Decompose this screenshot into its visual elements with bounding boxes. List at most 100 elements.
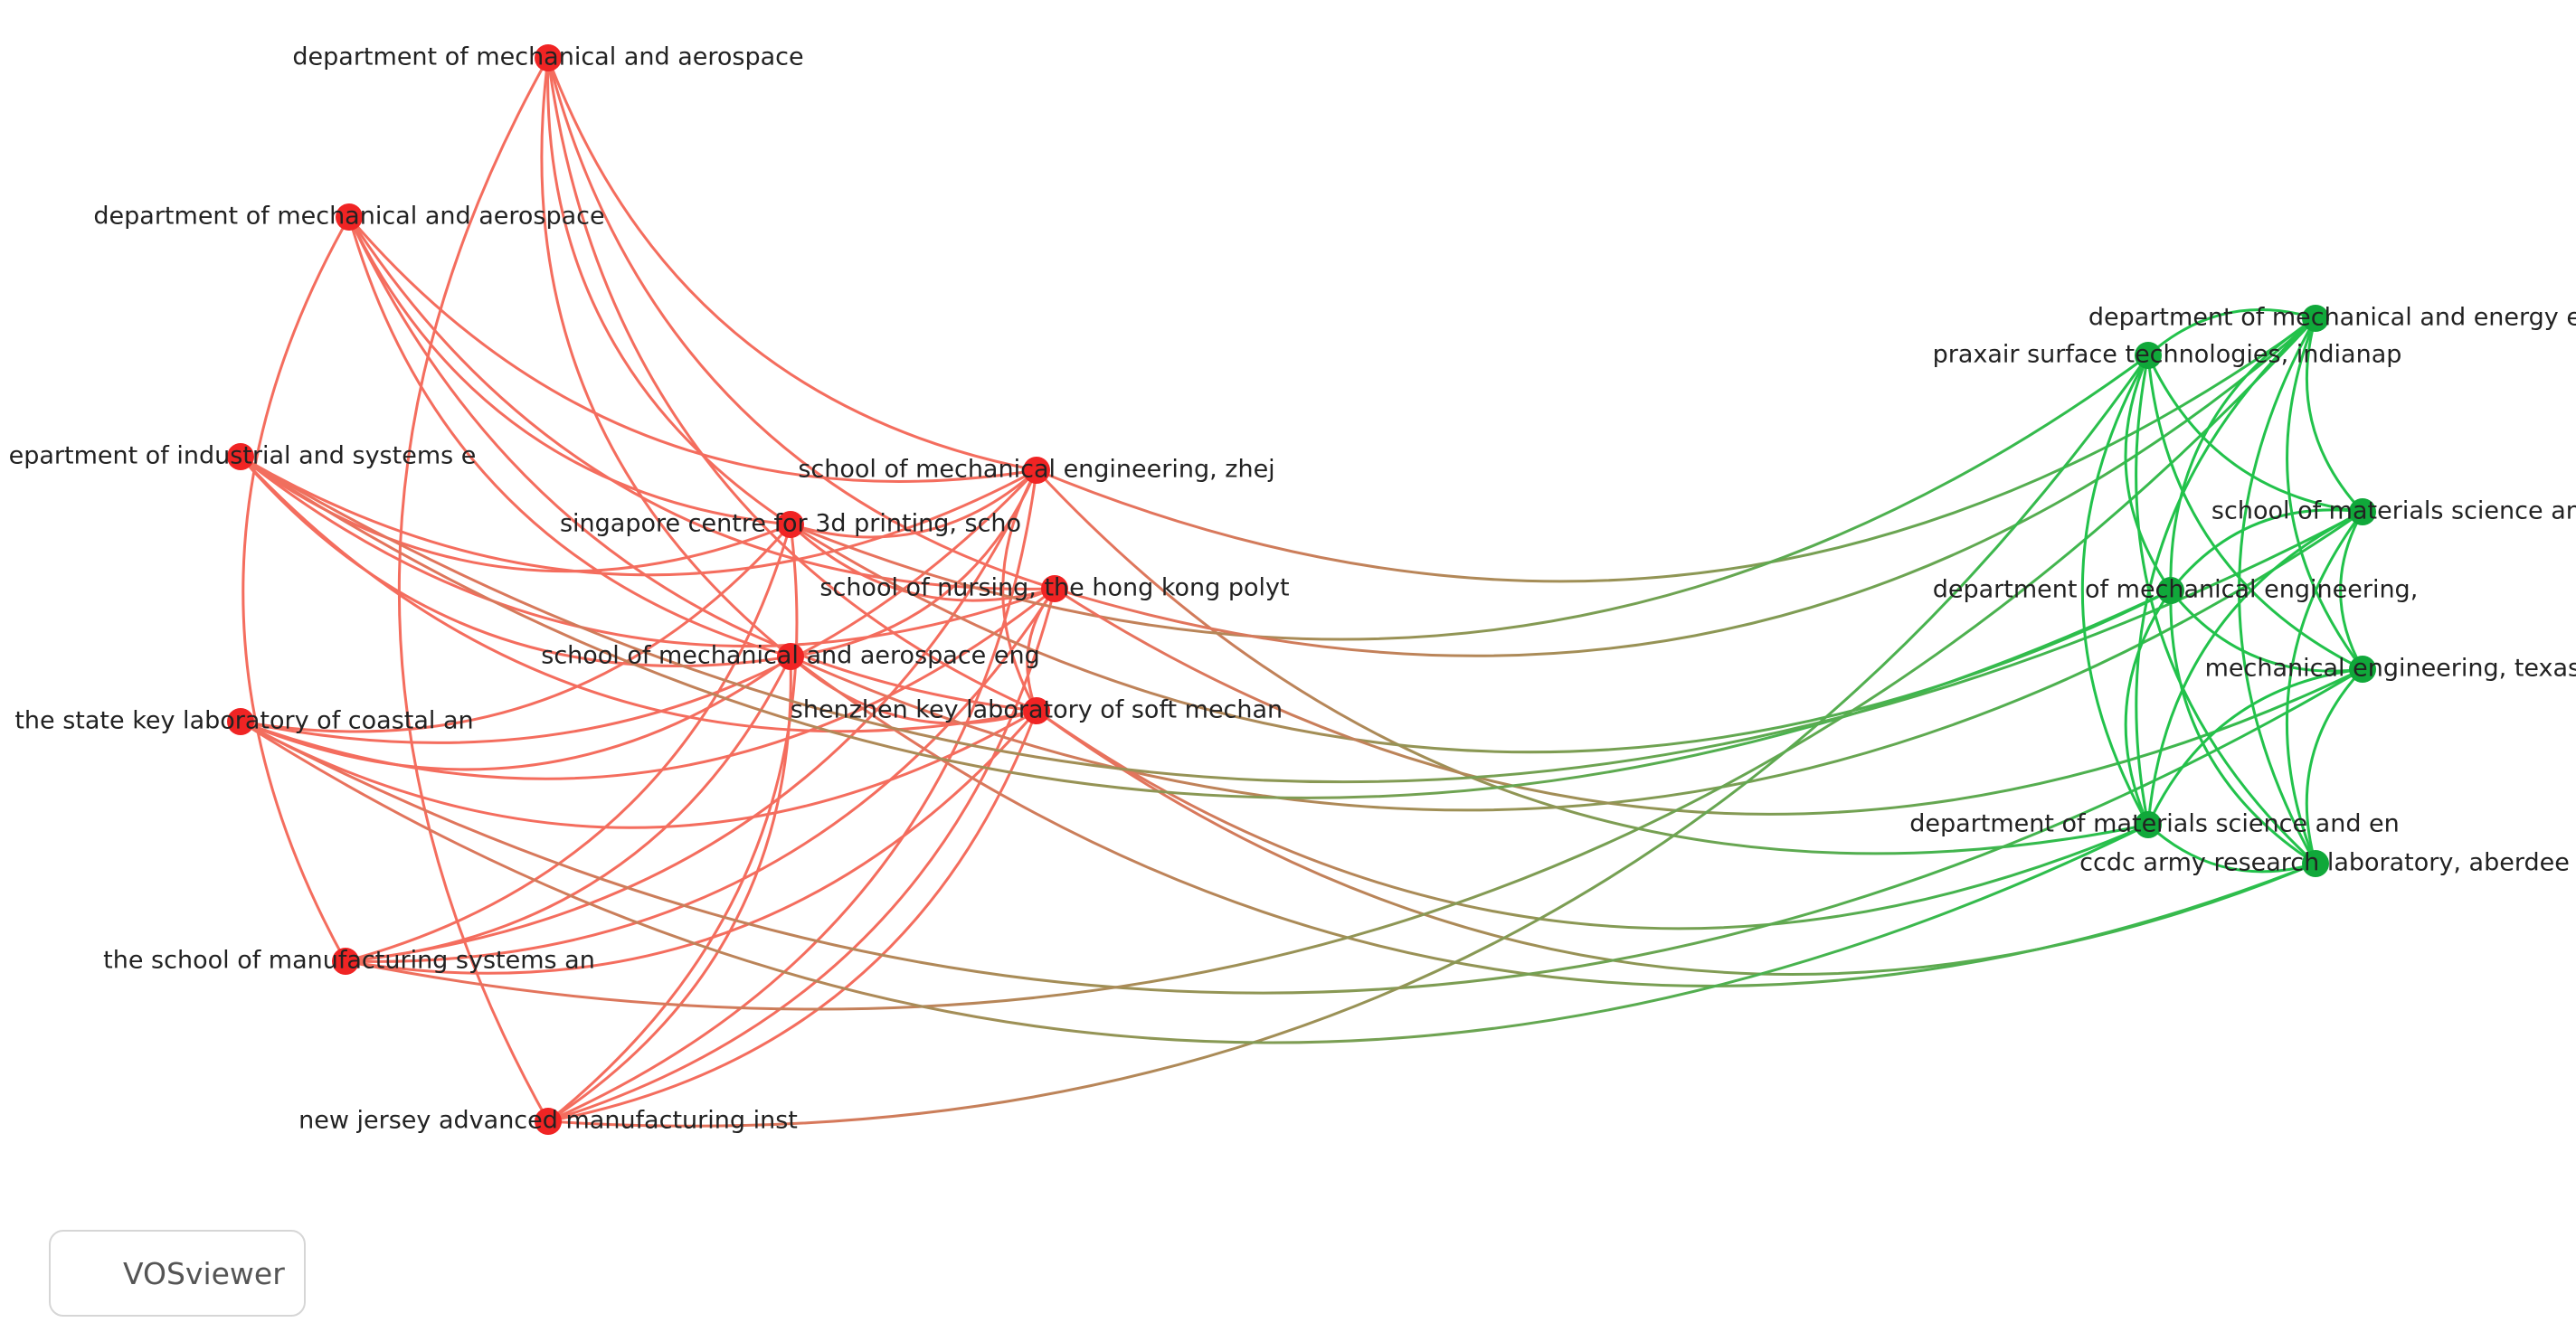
link-n17-n18 (2146, 823, 2316, 874)
node-label-n13[interactable]: praxair surface technologies, indianap (1933, 341, 2402, 369)
node-n13[interactable] (2135, 342, 2162, 369)
node-n14[interactable] (2349, 498, 2376, 525)
link-n9-n17 (1035, 468, 2149, 855)
link-n4-n7 (240, 524, 792, 733)
link-n2-n8 (347, 216, 791, 658)
link-n4-n16 (240, 667, 2363, 995)
link-n4-n10 (240, 587, 1056, 780)
node-n15[interactable] (2157, 577, 2184, 604)
node-label-n17[interactable]: department of materials science and en (1909, 810, 2400, 838)
link-n12-n16 (2286, 317, 2364, 670)
link-n6-n13 (547, 354, 2150, 1128)
node-label-n11[interactable]: shenzhen key laboratory of soft mechan (791, 696, 1283, 724)
node-n4[interactable] (227, 708, 254, 735)
link-n14-n17 (2146, 510, 2363, 826)
link-n9-n12 (1036, 316, 2316, 583)
link-n1-n10 (546, 57, 1056, 590)
vosviewer-brand-label: VOSviewer (123, 1255, 285, 1291)
link-n15-n17 (2124, 590, 2173, 826)
link-n2-n11 (347, 216, 1037, 713)
link-n16-n17 (2146, 667, 2363, 826)
link-n7-n9 (790, 468, 1037, 539)
node-n8[interactable] (777, 643, 804, 670)
link-n8-n9 (790, 469, 1038, 658)
link-n2-n9 (347, 216, 1037, 483)
link-n1-n6 (397, 57, 550, 1122)
node-n1[interactable] (535, 44, 562, 71)
node-label-n4[interactable]: the state key laboratory of coastal an (14, 707, 473, 735)
link-n5-n11 (345, 710, 1038, 975)
link-n14-n15 (2169, 508, 2363, 591)
node-label-n3[interactable]: epartment of industrial and systems e (9, 442, 477, 470)
link-n6-n8 (547, 656, 792, 1123)
node-n6[interactable] (535, 1108, 562, 1135)
link-n15-n16 (2169, 590, 2363, 673)
node-label-n12[interactable]: department of mechanical and energy en (2088, 304, 2576, 332)
node-label-n1[interactable]: department of mechanical and aerospace (292, 43, 803, 71)
link-n3-n14 (240, 455, 2363, 784)
node-n2[interactable] (336, 203, 363, 231)
link-n5-n12 (345, 316, 2317, 1011)
node-n10[interactable] (1041, 575, 1068, 602)
link-n12-n18 (2238, 317, 2317, 864)
link-n6-n10 (547, 588, 1056, 1123)
node-label-n5[interactable]: the school of manufacturing systems an (103, 947, 595, 975)
node-n12[interactable] (2302, 305, 2329, 332)
node-label-n6[interactable]: new jersey advanced manufacturing inst (298, 1107, 798, 1135)
link-n7-n13 (790, 354, 2149, 641)
link-n12-n13 (2147, 308, 2316, 357)
node-n17[interactable] (2135, 811, 2162, 838)
node-label-n18[interactable]: ccdc army research laboratory, aberdee (2079, 849, 2570, 877)
node-n16[interactable] (2349, 656, 2376, 683)
nodes-layer (227, 44, 2376, 1135)
link-n3-n9 (240, 455, 1037, 577)
link-n11-n18 (1036, 709, 2316, 976)
link-n5-n9 (345, 469, 1038, 963)
link-n15-n18 (2169, 590, 2316, 865)
link-n1-n8 (540, 57, 791, 658)
node-n3[interactable] (227, 443, 254, 470)
link-n6-n7 (547, 524, 799, 1123)
link-n6-n11 (547, 710, 1038, 1123)
node-n5[interactable] (332, 948, 359, 975)
link-n4-n8 (240, 655, 791, 771)
link-n13-n16 (2146, 354, 2363, 671)
node-label-n14[interactable]: school of materials science and engin (2211, 497, 2576, 525)
node-label-n7[interactable]: singapore centre for 3d printing, scho (560, 510, 1021, 538)
link-n9-n11 (1001, 469, 1038, 712)
link-n13-n17 (2080, 354, 2150, 826)
link-n12-n17 (2135, 316, 2317, 826)
link-n13-n14 (2146, 354, 2363, 514)
link-n5-n7 (345, 524, 792, 963)
node-label-n2[interactable]: department of mechanical and aerospace (93, 203, 604, 231)
link-n11-n17 (1036, 709, 2149, 931)
node-label-n16[interactable]: mechanical engineering, texas a&m ur (2205, 655, 2576, 683)
node-label-n9[interactable]: school of mechanical engineering, zhej (798, 456, 1274, 484)
link-n1-n11 (546, 57, 1037, 713)
link-n2-n10 (347, 216, 1056, 590)
node-label-n8[interactable]: school of mechanical and aerospace eng (541, 642, 1039, 670)
node-n18[interactable] (2302, 850, 2329, 877)
link-n4-n9 (240, 468, 1038, 744)
link-n2-n7 (347, 216, 791, 526)
link-n12-n14 (2306, 317, 2364, 514)
node-label-n15[interactable]: department of mechanical engineering, (1933, 576, 2419, 604)
link-n13-n15 (2124, 354, 2173, 591)
link-n16-n18 (2305, 667, 2364, 864)
link-n5-n10 (345, 588, 1056, 963)
link-n14-n16 (2339, 511, 2364, 670)
link-n1-n7 (546, 57, 791, 526)
node-n7[interactable] (777, 511, 804, 538)
node-label-n10[interactable]: school of nursing, the hong kong polyt (819, 574, 1289, 602)
node-n9[interactable] (1023, 457, 1050, 484)
link-n8-n14 (790, 510, 2363, 812)
node-n11[interactable] (1023, 697, 1050, 724)
links-layer (239, 57, 2364, 1128)
link-n14-n18 (2285, 511, 2364, 864)
link-n10-n12 (1054, 316, 2316, 657)
link-n1-n9 (546, 57, 1037, 472)
link-n3-n10 (240, 455, 1056, 648)
vosviewer-brand-box: VOSviewer (49, 1230, 306, 1317)
